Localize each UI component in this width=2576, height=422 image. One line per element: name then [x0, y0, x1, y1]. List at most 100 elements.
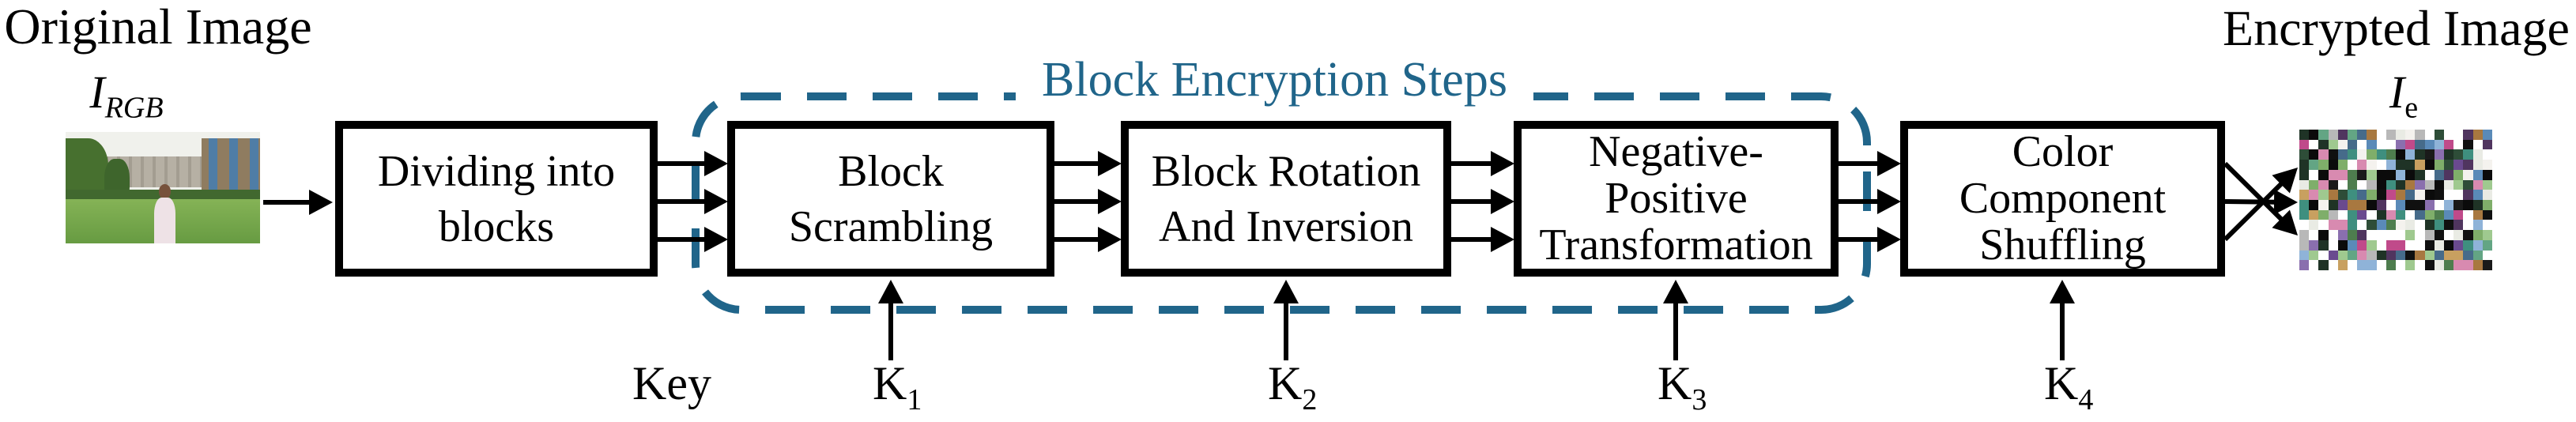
encrypted-pixel-block: [2357, 130, 2367, 140]
encrypted-pixel-block: [2463, 220, 2473, 231]
flow-arrow: [2223, 161, 2298, 235]
encrypted-pixel-block: [2347, 200, 2358, 210]
encrypted-pixel-block: [2463, 239, 2473, 251]
encrypted-pixel-block: [2472, 179, 2483, 190]
encrypted-pixel-block: [2337, 190, 2348, 200]
encrypted-pixel-block: [2482, 179, 2492, 190]
encrypted-pixel-block: [2424, 220, 2435, 231]
encrypted-pixel-block: [2472, 209, 2483, 220]
encrypted-pixel-block: [2472, 239, 2483, 251]
encrypted-pixel-block: [2463, 149, 2473, 160]
encrypted-pixel-block: [2453, 230, 2464, 240]
encrypted-pixel-block: [2453, 250, 2464, 261]
encrypted-pixel-block: [2328, 209, 2338, 220]
encrypted-image-symbol: Ie: [2325, 70, 2483, 123]
encrypted-pixel-block: [2386, 200, 2396, 210]
encrypted-pixel-block: [2328, 230, 2338, 240]
encrypted-pixel-block: [2472, 149, 2483, 160]
flow-arrow: [1053, 227, 1122, 252]
encrypted-pixel-block: [2386, 239, 2396, 251]
encrypted-pixel-block: [2357, 250, 2367, 261]
encrypted-pixel-block: [2443, 209, 2454, 220]
encrypted-pixel-block: [2395, 149, 2406, 160]
box-block-scrambling: Block Scrambling: [727, 121, 1054, 277]
flow-arrow: [1053, 189, 1122, 214]
encrypted-pixel-block: [2357, 220, 2367, 231]
encrypted-pixel-block: [2386, 169, 2396, 180]
encrypted-pixel-block: [2318, 250, 2329, 261]
encrypted-pixel-block: [2386, 209, 2396, 220]
flow-arrow: [1450, 151, 1514, 176]
flow-arrow: [2050, 280, 2075, 360]
encrypted-pixel-block: [2443, 149, 2454, 160]
encrypted-pixel-block: [2347, 239, 2358, 251]
encrypted-pixel-block: [2415, 260, 2425, 270]
encrypted-pixel-block: [2299, 250, 2310, 261]
encrypted-pixel-block: [2347, 220, 2358, 231]
encrypted-pixel-block: [2357, 239, 2367, 251]
encrypted-pixel-block: [2367, 160, 2377, 170]
flow-arrow: [654, 151, 728, 176]
encrypted-pixel-block: [2405, 149, 2416, 160]
encrypted-pixel-block: [2405, 260, 2416, 270]
encrypted-pixel-block: [2405, 230, 2416, 240]
encrypted-pixel-block: [2453, 160, 2464, 170]
encrypted-pixel-block: [2318, 179, 2329, 190]
encrypted-pixel-block: [2482, 230, 2492, 240]
encrypted-pixel-block: [2405, 220, 2416, 231]
key-label-k3: K3: [1658, 360, 1707, 415]
encrypted-pixel-block: [2472, 200, 2483, 210]
encrypted-pixel-block: [2367, 130, 2377, 140]
encrypted-pixel-block: [2309, 200, 2319, 210]
encrypted-pixel-block: [2463, 160, 2473, 170]
encrypted-pixel-block: [2405, 190, 2416, 200]
encrypted-pixel-block: [2318, 149, 2329, 160]
encrypted-pixel-block: [2443, 139, 2454, 150]
encrypted-pixel-block: [2472, 250, 2483, 261]
box-dividing-into-blocks: Dividing into blocks: [335, 121, 658, 277]
original-image-title: Original Image: [4, 0, 312, 55]
encrypted-pixel-block: [2367, 169, 2377, 180]
flow-arrow: [2223, 168, 2298, 242]
encrypted-pixel-block: [2328, 169, 2338, 180]
encrypted-pixel-block: [2415, 230, 2425, 240]
encrypted-pixel-block: [2395, 160, 2406, 170]
encrypted-pixel-block: [2376, 239, 2386, 251]
encrypted-pixel-block: [2318, 200, 2329, 210]
encrypted-pixel-block: [2367, 149, 2377, 160]
flow-arrow: [878, 280, 903, 360]
encrypted-pixel-block: [2318, 260, 2329, 270]
encrypted-pixel-block: [2424, 209, 2435, 220]
encrypted-pixel-block: [2453, 190, 2464, 200]
encrypted-pixel-block: [2347, 130, 2358, 140]
encrypted-pixel-block: [2328, 149, 2338, 160]
encrypted-pixel-block: [2318, 230, 2329, 240]
encrypted-pixel-block: [2367, 200, 2377, 210]
encrypted-pixel-block: [2424, 130, 2435, 140]
key-label-k3-base: K: [1658, 357, 1692, 409]
encrypted-pixel-block: [2386, 260, 2396, 270]
encrypted-pixel-block: [2415, 190, 2425, 200]
encrypted-pixel-block: [2386, 190, 2396, 200]
encrypted-pixel-block: [2386, 130, 2396, 140]
encrypted-pixel-block: [2434, 190, 2444, 200]
encrypted-pixel-block: [2434, 230, 2444, 240]
encrypted-pixel-block: [2376, 260, 2386, 270]
encrypted-pixel-block: [2318, 139, 2329, 150]
box-color-component-shuffling: Color Component Shuffling: [1900, 121, 2225, 277]
encrypted-pixel-block: [2424, 179, 2435, 190]
encrypted-pixel-block: [2318, 209, 2329, 220]
encrypted-pixel-block: [2424, 190, 2435, 200]
encrypted-pixel-block: [2376, 209, 2386, 220]
encrypted-pixel-block: [2415, 160, 2425, 170]
encrypted-pixel-block: [2443, 190, 2454, 200]
encrypted-pixel-block: [2453, 220, 2464, 231]
encrypted-pixel-block: [2453, 169, 2464, 180]
block-encryption-steps-title: Block Encryption Steps: [1016, 51, 1533, 109]
encrypted-pixel-block: [2463, 139, 2473, 150]
encrypted-pixel-block: [2337, 250, 2348, 261]
encrypted-pixel-block: [2376, 220, 2386, 231]
encrypted-pixel-block: [2337, 160, 2348, 170]
encrypted-pixel-block: [2299, 200, 2310, 210]
